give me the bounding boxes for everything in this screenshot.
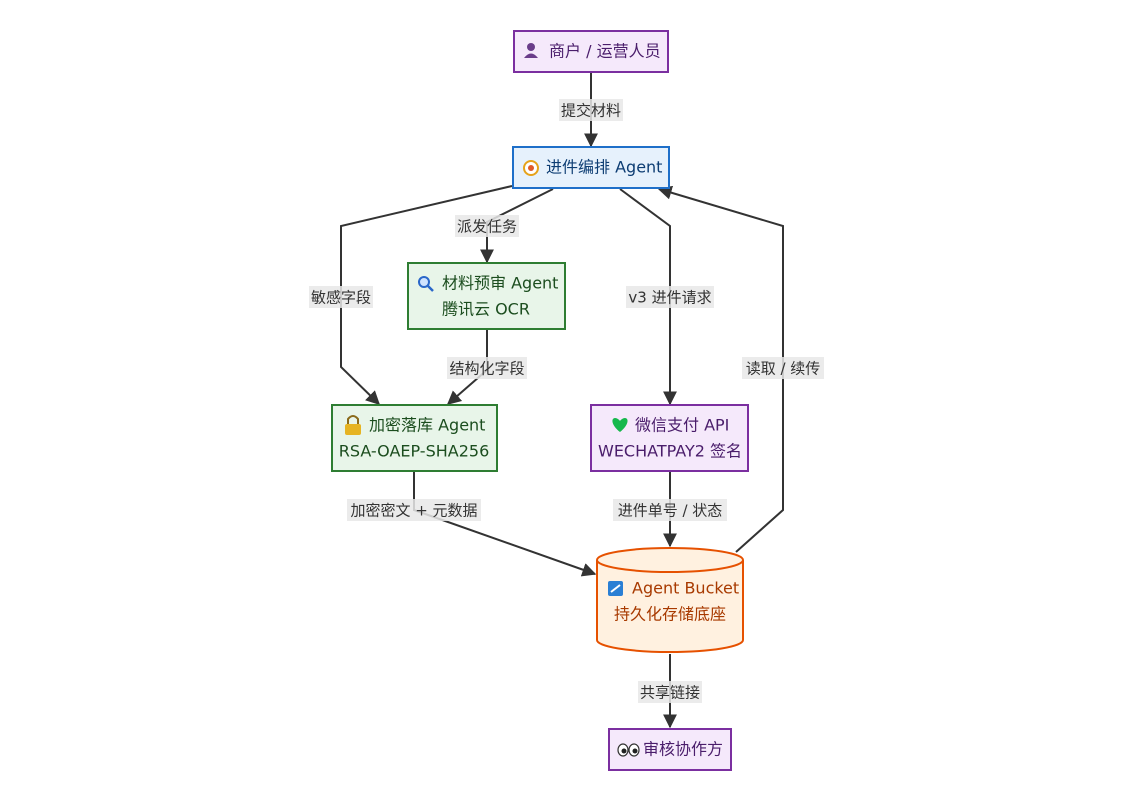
- node-wechat[interactable]: 微信支付 API WECHATPAY2 签名: [590, 404, 749, 472]
- edge-label-order-status: 进件单号 / 状态: [613, 499, 727, 521]
- edge-label-v3-request: v3 进件请求: [626, 286, 714, 308]
- edge-label-cipher-meta: 加密密文 + 元数据: [347, 499, 481, 521]
- lock-key-icon: [345, 415, 361, 435]
- edge-label-share-text: 共享链接: [640, 684, 700, 702]
- edge-label-sensitive: 敏感字段: [309, 286, 373, 308]
- bucket-icon: [608, 581, 623, 596]
- edge-label-submit-text: 提交材料: [561, 102, 621, 120]
- person-icon: [524, 43, 538, 58]
- node-review-line2: 腾讯云 OCR: [442, 300, 530, 319]
- edge-label-order-status-text: 进件单号 / 状态: [618, 502, 723, 520]
- eyes-icon: [617, 743, 640, 757]
- edge-label-cipher-meta-text: 加密密文 + 元数据: [350, 502, 477, 520]
- node-merchant[interactable]: 商户 / 运营人员: [513, 30, 669, 73]
- node-encrypt-line2: RSA-OAEP-SHA256: [339, 442, 490, 461]
- edge-label-structured: 结构化字段: [447, 357, 527, 379]
- node-merchant-label: 商户 / 运营人员: [549, 42, 661, 61]
- target-icon: [523, 160, 539, 176]
- edge-label-dispatch-text: 派发任务: [457, 218, 517, 236]
- node-encrypt-line1: 加密落库 Agent: [369, 416, 485, 435]
- edge-label-submit: 提交材料: [559, 99, 623, 121]
- edge-label-read-resume-text: 读取 / 续传: [746, 360, 821, 378]
- node-wechat-line2: WECHATPAY2 签名: [598, 442, 742, 461]
- edge-v3-request: [619, 188, 677, 406]
- edge-label-v3-request-text: v3 进件请求: [628, 289, 711, 307]
- node-review[interactable]: 材料预审 Agent 腾讯云 OCR: [407, 262, 566, 330]
- edge-label-sensitive-text: 敏感字段: [311, 289, 371, 307]
- node-reviewers[interactable]: 审核协作方: [608, 728, 732, 771]
- edge-labels: 提交材料 派发任务 敏感字段 v3 进件请求 结构化字段 读取 / 续传 加密密…: [309, 99, 824, 703]
- node-review-line1: 材料预审 Agent: [442, 274, 558, 293]
- node-bucket-line1: Agent Bucket: [632, 579, 739, 598]
- node-reviewers-label: 审核协作方: [643, 740, 723, 759]
- edge-label-dispatch: 派发任务: [455, 215, 519, 237]
- edge-label-read-resume: 读取 / 续传: [742, 357, 824, 379]
- node-bucket[interactable]: Agent Bucket 持久化存储底座: [596, 547, 744, 653]
- node-orchestrator-label: 进件编排 Agent: [546, 158, 662, 177]
- node-bucket-line2: 持久化存储底座: [614, 605, 726, 624]
- edge-label-share: 共享链接: [638, 681, 702, 703]
- edge-label-structured-text: 结构化字段: [449, 360, 524, 378]
- node-orchestrator[interactable]: 进件编排 Agent: [512, 146, 670, 189]
- magnifier-icon: [418, 276, 434, 292]
- green-heart-icon: [612, 418, 628, 432]
- edge-cipher-meta: [413, 472, 597, 577]
- node-wechat-line1: 微信支付 API: [635, 416, 729, 435]
- node-encrypt[interactable]: 加密落库 Agent RSA-OAEP-SHA256: [331, 404, 498, 472]
